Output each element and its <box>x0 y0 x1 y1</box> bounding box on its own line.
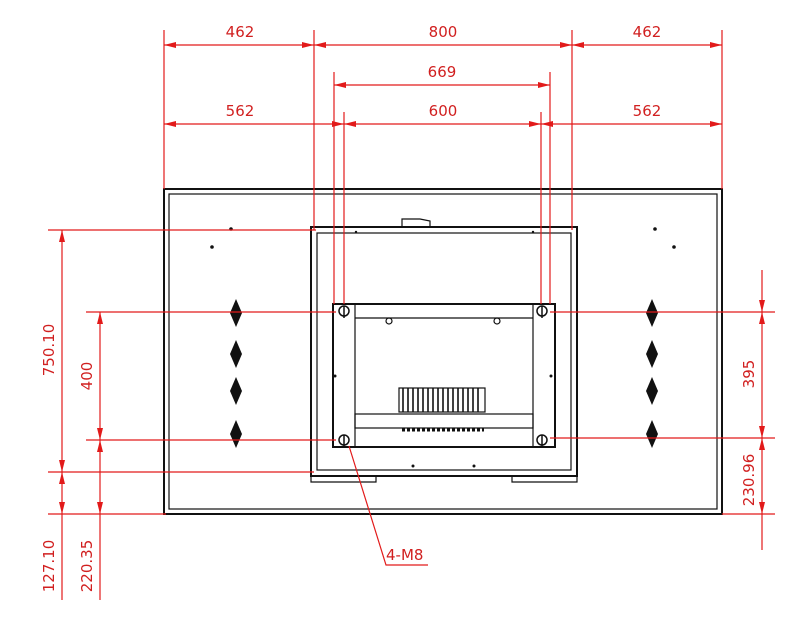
screw-dots <box>210 227 676 468</box>
back-panel-outer <box>310 226 578 477</box>
outer-frame <box>163 188 723 515</box>
dimension-lines <box>59 42 765 600</box>
extension-lines <box>48 30 775 515</box>
vesa-bracket <box>332 303 556 448</box>
dim-top-center-inner: 600 <box>429 102 458 120</box>
mount-holes <box>338 305 548 447</box>
dim-left-bottom-outer: 127.10 <box>40 540 58 593</box>
bracket-screw-right <box>493 317 501 325</box>
dim-top-right-outer: 462 <box>633 23 662 41</box>
callout-label: 4-M8 <box>386 546 423 564</box>
dim-top-left-inner: 562 <box>226 102 255 120</box>
dim-top-left-outer: 462 <box>226 23 255 41</box>
dim-top-center-outer: 800 <box>429 23 458 41</box>
back-panel-inner <box>316 232 572 471</box>
dim-top-center-mid: 669 <box>428 63 457 81</box>
heatsink <box>398 387 486 432</box>
dim-left-vesa: 400 <box>78 362 96 391</box>
bracket-right-rail <box>532 303 556 448</box>
vents-left <box>230 299 242 448</box>
top-connector <box>401 218 431 227</box>
dim-right-vesa: 395 <box>740 360 758 389</box>
dim-top-right-inner: 562 <box>633 102 662 120</box>
dim-right-bottom: 230.96 <box>740 454 758 507</box>
bottom-notch-left <box>310 476 377 483</box>
bracket-screw-left <box>385 317 393 325</box>
inner-frame <box>168 193 718 510</box>
vents-right <box>646 299 658 448</box>
dimension-labels: 462 800 462 669 562 600 562 750.10 400 1… <box>40 23 758 592</box>
bottom-notch-right <box>511 476 578 483</box>
dim-left-bottom-inner: 220.35 <box>78 540 96 593</box>
dim-left-height-total: 750.10 <box>40 324 58 377</box>
device-outline <box>163 188 723 515</box>
bracket-cross-bar <box>354 413 534 429</box>
